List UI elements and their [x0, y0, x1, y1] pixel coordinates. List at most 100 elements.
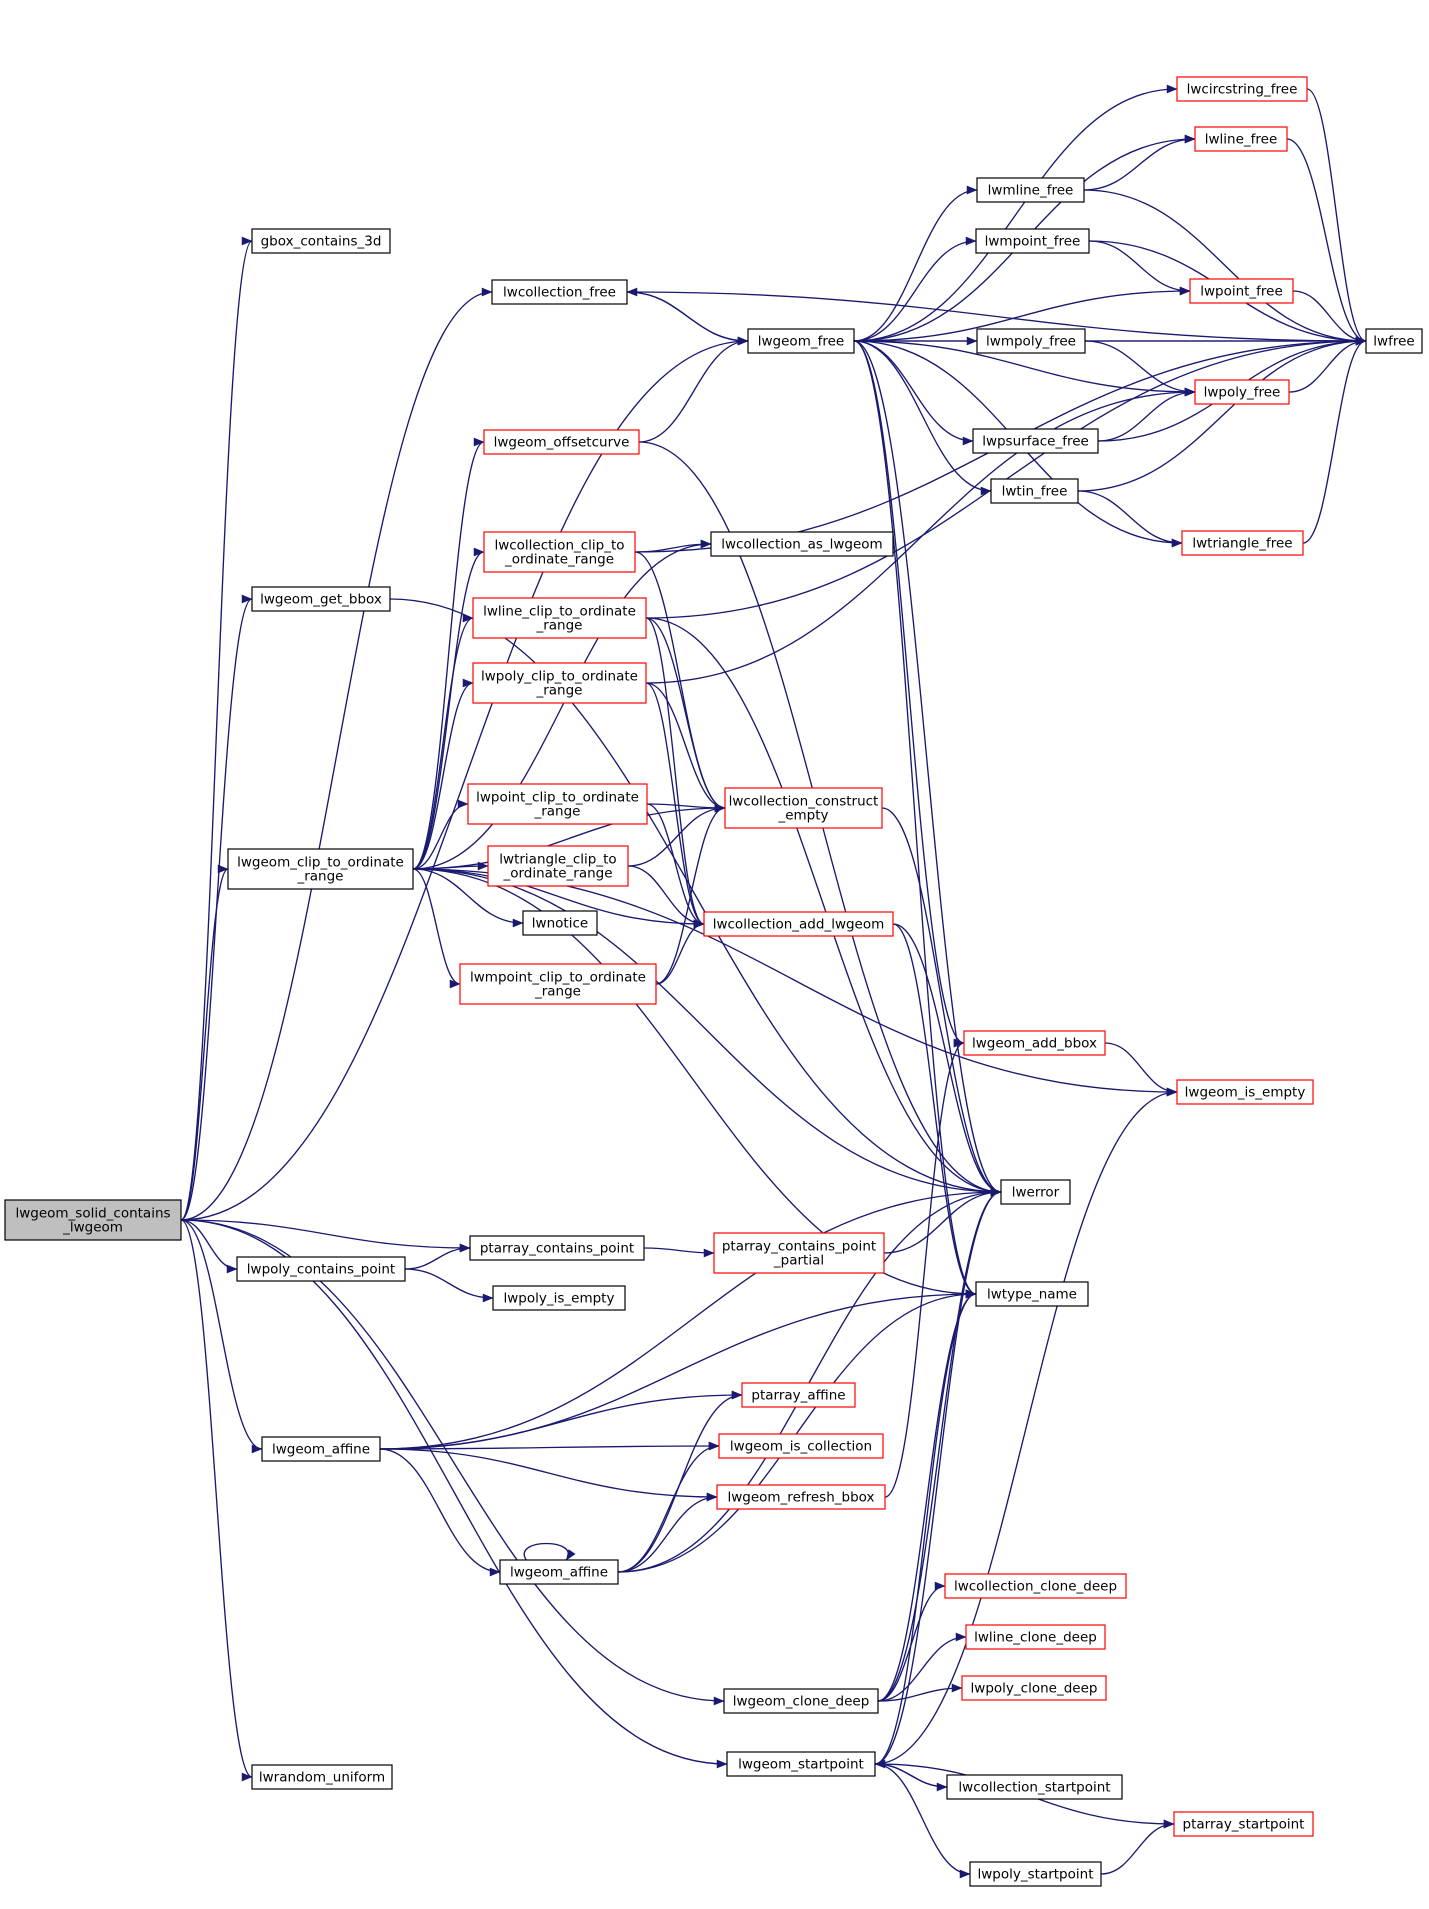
edge-lwgeom-startpoint-to-lwpoly-startpoint [874, 1763, 971, 1879]
node-lwcollection-as-lwgeom[interactable]: lwcollection_as_lwgeom [710, 531, 894, 557]
node-label: lwcollection_clone_deep [954, 1579, 1117, 1595]
node-lwgeom-affine2[interactable]: lwgeom_affine [499, 1559, 619, 1585]
edge-lwmpoly-free-to-lwpoly-free [1084, 340, 1196, 397]
node-box [724, 787, 883, 829]
node-label: lwgeom_offsetcurve [494, 435, 630, 451]
node-box [261, 1436, 381, 1462]
node-lwcollection-free[interactable]: lwcollection_free [491, 279, 628, 305]
node-lwgeom-refresh-bbox[interactable]: lwgeom_refresh_bbox [716, 1484, 886, 1510]
edge-lwline-clip-to-ordinate-range-to-lwcollection-construct-empty [645, 617, 726, 813]
node-lwline-free[interactable]: lwline_free [1194, 126, 1288, 152]
edge-lwgeom-clip-to-ordinate-range-to-lwcollection-add-lwgeom [412, 868, 705, 929]
node-ptarray-affine[interactable]: ptarray_affine [741, 1382, 856, 1408]
node-label: lwgeom_refresh_bbox [727, 1490, 874, 1506]
edge-lwgeom-clip-to-ordinate-range-to-lwline-clip-to-ordinate-range [412, 613, 474, 870]
edge-root-to-lwcollection-free [180, 287, 493, 1221]
node-label: lwcollection_add_lwgeom [713, 917, 885, 933]
node-lwpoly-free[interactable]: lwpoly_free [1194, 379, 1290, 405]
node-gbox-contains-3d[interactable]: gbox_contains_3d [251, 228, 391, 254]
node-lwcollection-startpoint[interactable]: lwcollection_startpoint [946, 1774, 1123, 1800]
edge-lwpoly-contains-point-to-lwpoly-is-empty [404, 1268, 494, 1303]
node-lwerror[interactable]: lwerror [1000, 1179, 1071, 1205]
node-lwmline-free[interactable]: lwmline_free [976, 177, 1085, 203]
edge-lwline-clip-to-ordinate-range-to-lwerror [645, 617, 1002, 1197]
node-box [976, 328, 1086, 354]
node-box [726, 1751, 876, 1777]
node-lwcircstring-free[interactable]: lwcircstring_free [1176, 76, 1308, 102]
node-label: lwpoly_clip_to_ordinate [481, 669, 638, 685]
node-lwgeom-is-empty[interactable]: lwgeom_is_empty [1176, 1079, 1314, 1105]
node-lwtriangle-clip-to-ordinate-range[interactable]: lwtriangle_clip_to_ordinate_range [487, 845, 629, 887]
node-lwpoly-clone-deep[interactable]: lwpoly_clone_deep [961, 1675, 1107, 1701]
edge-lwgeom-clip-to-ordinate-range-to-lwmpoint-clip-to-ordinate-range [412, 868, 461, 989]
node-lwfree[interactable]: lwfree [1365, 328, 1423, 354]
node-lwgeom-startpoint[interactable]: lwgeom_startpoint [726, 1751, 876, 1777]
node-label: lwcircstring_free [1187, 82, 1298, 98]
edge-root-to-lwgeom-startpoint [180, 1219, 728, 1769]
node-label: ptarray_affine [751, 1388, 845, 1404]
node-lwrandom-uniform[interactable]: lwrandom_uniform [251, 1764, 393, 1790]
edge-lwgeom-affine-to-lwtype-name [379, 1289, 977, 1450]
edge-lwgeom-startpoint-to-lwerror [874, 1187, 1002, 1765]
node-lwgeom-free[interactable]: lwgeom_free [747, 328, 855, 354]
edge-lwgeom-affine2-to-lwgeom-refresh-bbox [617, 1492, 718, 1573]
edge-lwtriangle-clip-to-ordinate-range-to-lwcollection-construct-empty [627, 803, 726, 867]
node-lwgeom-affine[interactable]: lwgeom_affine [261, 1436, 381, 1462]
edge-lwgeom-offsetcurve-to-lwgeom-free [638, 336, 749, 443]
node-label: gbox_contains_3d [261, 234, 382, 250]
node-label: lwgeom_affine [272, 1442, 370, 1458]
node-lwline-clip-to-ordinate-range[interactable]: lwline_clip_to_ordinate_range [472, 597, 647, 639]
edge-lwgeom-clip-to-ordinate-range-to-lwcollection-construct-empty [412, 803, 726, 870]
node-lwmpoint-clip-to-ordinate-range[interactable]: lwmpoint_clip_to_ordinate_range [459, 963, 657, 1005]
edge-lwmpoint-free-to-lwpoint-free [1088, 240, 1191, 296]
node-lwpoly-startpoint[interactable]: lwpoly_startpoint [969, 1861, 1102, 1887]
node-lwpsurface-free[interactable]: lwpsurface_free [972, 428, 1099, 454]
edges-layer [180, 84, 1367, 1879]
node-box [946, 1774, 1123, 1800]
edge-lwgeom-clone-deep-to-lwline-clone-deep [877, 1632, 967, 1702]
node-lwcollection-construct-empty[interactable]: lwcollection_construct_empty [724, 787, 883, 829]
node-label: lwcollection_startpoint [958, 1780, 1110, 1796]
node-label: ptarray_contains_point [480, 1241, 634, 1257]
node-label: ptarray_contains_point [722, 1239, 876, 1255]
node-lwgeom-offsetcurve[interactable]: lwgeom_offsetcurve [483, 429, 640, 455]
edge-lwgeom-clone-deep-to-lwtype-name [877, 1289, 977, 1702]
node-box [747, 328, 855, 354]
node-lwline-clone-deep[interactable]: lwline_clone_deep [965, 1624, 1106, 1650]
edge-lwgeom-affine2-to-lwerror [617, 1187, 1002, 1573]
node-lwcollection-clip-to-ordinate-range[interactable]: lwcollection_clip_to_ordinate_range [483, 531, 636, 573]
edge-root-to-lwgeom-free [180, 336, 749, 1221]
node-root[interactable]: lwgeom_solid_contains_lwgeom [4, 1199, 182, 1241]
node-lwpoly-is-empty[interactable]: lwpoly_is_empty [492, 1285, 626, 1311]
node-lwgeom-get-bbox[interactable]: lwgeom_get_bbox [251, 586, 391, 612]
edge-lwpoly-clip-to-ordinate-range-to-lwcollection-construct-empty [645, 682, 726, 813]
node-lwtype-name[interactable]: lwtype_name [975, 1281, 1089, 1307]
node-lwcollection-clone-deep[interactable]: lwcollection_clone_deep [944, 1573, 1127, 1599]
node-lwmpoly-free[interactable]: lwmpoly_free [976, 328, 1086, 354]
node-lwnotice[interactable]: lwnotice [522, 910, 598, 936]
node-label: lwgeom_solid_contains [15, 1206, 170, 1222]
node-box [703, 911, 894, 937]
edge-lwgeom-startpoint-to-lwtype-name [874, 1289, 977, 1765]
node-box [251, 586, 391, 612]
node-lwpoly-contains-point[interactable]: lwpoly_contains_point [236, 1256, 406, 1282]
edge-lwgeom-free-to-lwpoly-free [853, 340, 1196, 397]
node-lwtin-free[interactable]: lwtin_free [990, 478, 1079, 504]
node-lwgeom-add-bbox[interactable]: lwgeom_add_bbox [963, 1030, 1106, 1056]
node-ptarray-contains-point[interactable]: ptarray_contains_point [469, 1235, 645, 1261]
node-label: lwgeom_clip_to_ordinate [237, 855, 404, 871]
node-ptarray-startpoint[interactable]: ptarray_startpoint [1173, 1811, 1314, 1837]
edge-lwpoly-clip-to-ordinate-range-to-lwpoly-free [645, 387, 1196, 684]
node-lwmpoint-free[interactable]: lwmpoint_free [975, 228, 1090, 254]
node-lwgeom-is-collection[interactable]: lwgeom_is_collection [718, 1433, 884, 1459]
node-lwpoint-free[interactable]: lwpoint_free [1189, 278, 1294, 304]
node-lwcollection-add-lwgeom[interactable]: lwcollection_add_lwgeom [703, 911, 894, 937]
node-lwpoint-clip-to-ordinate-range[interactable]: lwpoint_clip_to_ordinate_range [467, 783, 648, 825]
node-lwgeom-clone-deep[interactable]: lwgeom_clone_deep [723, 1688, 879, 1714]
node-lwgeom-clip-to-ordinate-range[interactable]: lwgeom_clip_to_ordinate_range [227, 848, 414, 890]
node-lwpoly-clip-to-ordinate-range[interactable]: lwpoly_clip_to_ordinate_range [472, 662, 647, 704]
node-ptarray-contains-point-partial[interactable]: ptarray_contains_point_partial [713, 1232, 885, 1274]
node-lwtriangle-free[interactable]: lwtriangle_free [1181, 530, 1304, 556]
edge-lwgeom-free-to-lwcollection-free [626, 287, 749, 342]
node-label: _range [296, 869, 343, 885]
